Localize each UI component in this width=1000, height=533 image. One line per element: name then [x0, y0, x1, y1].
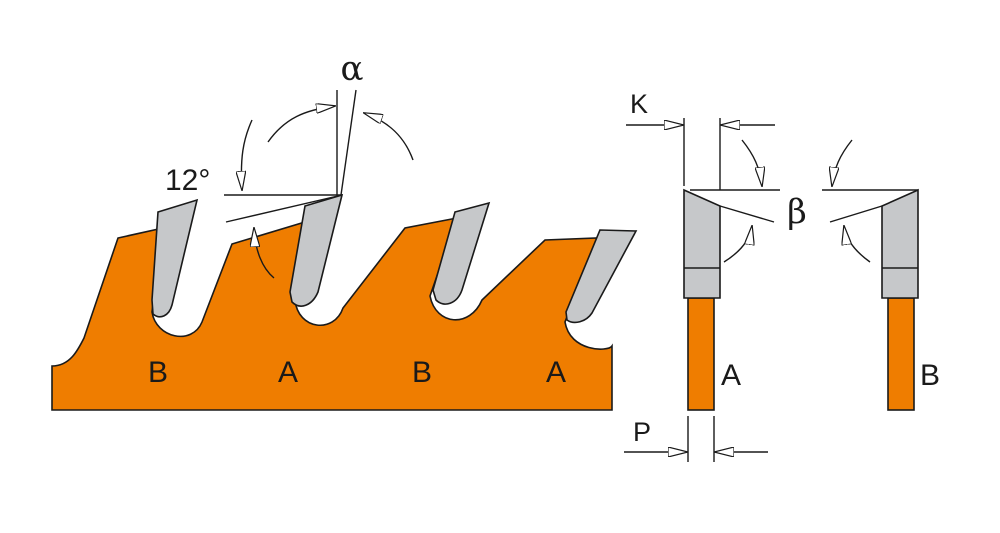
clearance-line [225, 194, 343, 223]
profile-b-label: B [920, 359, 940, 392]
clearance-arrow-top [241, 119, 253, 190]
carbide-tooth-1 [151, 198, 199, 318]
tooth-type-label-2: A [278, 356, 298, 389]
tooth-type-label-3: B [412, 356, 432, 389]
carbide-tooth-2 [289, 193, 344, 307]
blade-body [51, 216, 613, 411]
kerf-k-label: K [630, 89, 648, 119]
beta-arrow-a-top [741, 139, 762, 186]
beta-arrow-b-bottom [844, 226, 871, 263]
profile-b: B [822, 139, 940, 411]
profile-b-tip [881, 188, 919, 299]
carbide-tooth-3 [432, 201, 491, 305]
beta-arrow-a-bottom [723, 226, 752, 263]
bevel-face-line-b [829, 205, 883, 223]
hook-face-line [340, 89, 357, 196]
clearance-angle-label: 12° [165, 164, 210, 197]
bevel-angle-beta-label: β [787, 192, 807, 232]
tooth-type-label-4: A [546, 356, 566, 389]
tooth-type-label-1: B [148, 356, 168, 389]
hook-angle-alpha-label: α [341, 49, 364, 89]
profile-a-plate [687, 297, 715, 411]
blade-side-view: B A B A [51, 193, 638, 411]
bevel-face-line-a [719, 205, 775, 223]
alpha-arrow-right [364, 113, 414, 161]
profile-a-label: A [721, 359, 741, 392]
profile-a: K P A [624, 89, 780, 462]
carbide-tooth-4 [565, 229, 638, 324]
profile-b-plate [887, 297, 915, 411]
angle-annotations: α 12° [165, 49, 414, 279]
profile-a-tip [683, 188, 721, 299]
beta-arrow-b-top [832, 139, 853, 186]
alpha-arrow-left [267, 106, 335, 143]
plate-p-label: P [633, 417, 651, 447]
clearance-arrow-bottom [254, 228, 275, 279]
